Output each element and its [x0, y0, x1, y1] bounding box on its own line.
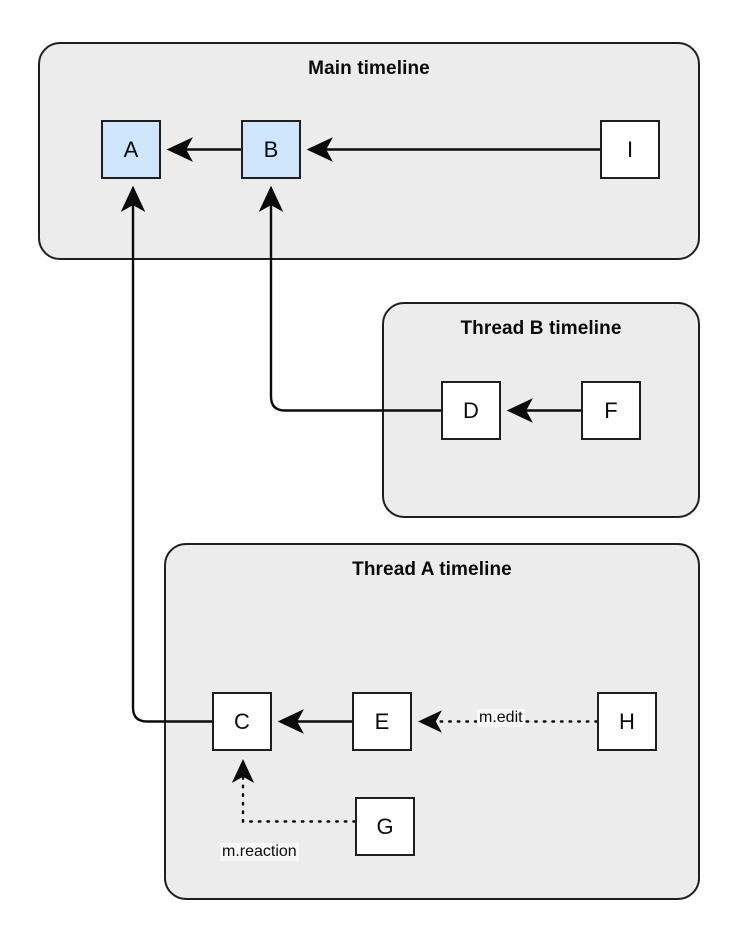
node-e[interactable]: E	[352, 692, 412, 751]
node-f[interactable]: F	[581, 381, 641, 440]
node-c-label: C	[234, 708, 250, 734]
node-c[interactable]: C	[212, 692, 272, 751]
node-g[interactable]: G	[355, 797, 415, 856]
edge-c-to-a	[120, 185, 212, 723]
edge-label-m-edit: m.edit	[477, 709, 525, 728]
node-i[interactable]: I	[600, 120, 660, 179]
node-g-label: G	[376, 813, 394, 839]
node-h-label: H	[619, 708, 635, 734]
node-d-label: D	[463, 397, 479, 423]
node-b[interactable]: B	[241, 120, 301, 179]
group-main-timeline-title: Main timeline	[308, 58, 430, 79]
node-d[interactable]: D	[441, 381, 501, 440]
node-a-label: A	[123, 136, 139, 162]
edge-g-to-c	[231, 759, 357, 823]
node-h[interactable]: H	[597, 692, 657, 751]
edge-label-m-reaction: m.reaction	[220, 843, 299, 862]
group-thread-a-timeline-title: Thread A timeline	[352, 559, 512, 580]
node-f-label: F	[604, 397, 618, 423]
node-i-label: I	[626, 136, 634, 162]
node-b-label: B	[263, 136, 279, 162]
node-a[interactable]: A	[101, 120, 161, 179]
group-thread-b-timeline-title: Thread B timeline	[460, 318, 622, 339]
edge-d-to-b	[258, 185, 441, 412]
node-e-label: E	[374, 708, 390, 734]
